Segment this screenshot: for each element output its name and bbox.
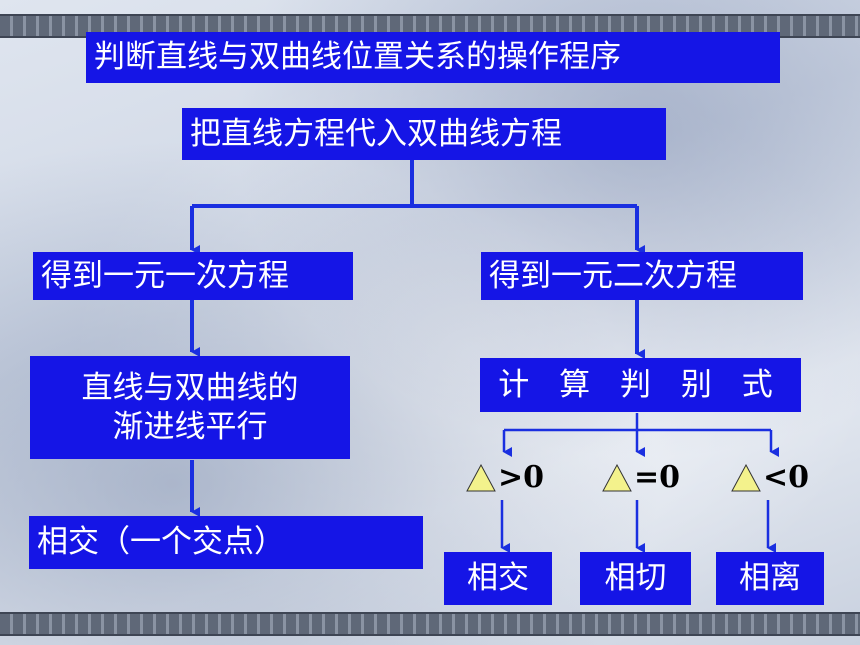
discriminant-box: 计 算 判 别 式 [480, 358, 801, 412]
triangle-icon [466, 463, 496, 491]
case-positive: >0 [466, 460, 544, 495]
parallel-asymptote-box: 直线与双曲线的 渐进线平行 [30, 356, 350, 459]
condition-line-2: 渐进线平行 [112, 408, 268, 445]
page-title: 判断直线与双曲线位置关系的操作程序 [86, 32, 780, 83]
step-substitute-box: 把直线方程代入双曲线方程 [182, 108, 666, 160]
triangle-icon [731, 463, 761, 491]
case-positive-condition: >0 [498, 460, 545, 495]
left-result-box: 相交（一个交点） [29, 516, 423, 569]
condition-line-1: 直线与双曲线的 [81, 369, 299, 406]
result-intersect-box: 相交 [444, 552, 552, 605]
case-zero-condition: =0 [634, 460, 681, 495]
right-equation-box: 得到一元二次方程 [481, 252, 803, 300]
result-separate-box: 相离 [716, 552, 824, 605]
case-zero: =0 [602, 460, 680, 495]
case-negative-condition: <0 [763, 460, 810, 495]
triangle-icon [602, 463, 632, 491]
bottom-decorative-band [0, 612, 860, 636]
left-equation-box: 得到一元一次方程 [33, 252, 353, 300]
discriminant-label: 计 算 判 别 式 [498, 366, 783, 403]
case-negative: <0 [731, 460, 809, 495]
result-tangent-box: 相切 [580, 552, 691, 605]
